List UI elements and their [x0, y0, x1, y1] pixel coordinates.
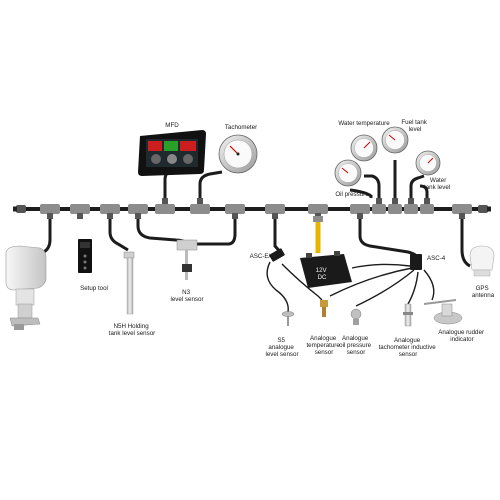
svg-text:12V DC: 12V DC [316, 267, 329, 281]
asc-ea-module: ASC-E/A [250, 248, 285, 262]
tee-connector [155, 198, 175, 214]
tee-connector [265, 204, 285, 219]
temp-sensor-label-line2: temperature [306, 342, 340, 349]
fuel-tank-label-line2: level [409, 126, 422, 133]
svg-text:Water tank level: Water tank level [424, 177, 450, 191]
drop-cable-oil [419, 184, 429, 198]
tee-connector [128, 204, 148, 219]
gps-label-line2: antenna [472, 292, 495, 299]
terminator-left [13, 205, 26, 213]
tee-connector [225, 204, 245, 219]
water-tank-label-line1: Water [430, 177, 446, 184]
tee-connector [404, 198, 418, 214]
rudder-label-line1: Analogue rudder [438, 329, 484, 336]
oil-sensor-label-line2: oil pressure [339, 342, 372, 349]
tachometer-gauge: Tachometer [218, 124, 258, 174]
asc-4-label: ASC-4 [427, 255, 446, 262]
tee-connector [70, 204, 90, 219]
cable-asc4-oil [355, 269, 415, 307]
temp-sensor-label-line1: Analogue [310, 335, 337, 342]
fuel-tank-label-line1: Fuel tank [401, 119, 427, 126]
mfd-display: MFD [138, 122, 206, 176]
n3-label-line2: level sensor [170, 296, 203, 303]
tee-connector [388, 198, 402, 214]
analogue-oil-pressure-sensor: Analogue oil pressure sensor [339, 308, 373, 356]
n5h-label-line2: tank level sensor [109, 330, 155, 337]
n5h-tank-level-sensor: N5H Holding tank level sensor [109, 251, 155, 337]
cable-asc4-battery [351, 263, 411, 269]
svg-text:N3 level sensor: N3 level sensor [170, 289, 203, 303]
svg-text:Analogue oil pressure: Analogue oil pressure sensor [339, 335, 373, 356]
cable-asc-ea-temp [281, 263, 323, 301]
asc-4-module: ASC-4 [410, 254, 446, 270]
water-tank-gauge: Water tank level [415, 150, 450, 191]
cable-asc4-temp [329, 267, 413, 297]
setup-tool-label: Setup tool [80, 285, 108, 292]
s5-label-line1: S5 [277, 337, 285, 344]
tee-connector [420, 198, 434, 214]
n3-level-sensor: N3 level sensor [170, 239, 204, 303]
oil-sensor-label-line1: Analogue [342, 335, 369, 342]
tee-connector [100, 204, 120, 219]
tee-connector [190, 198, 210, 214]
cable-asc-ea-s5 [266, 261, 289, 313]
fuel-tank-gauge: Fuel tank level [381, 119, 428, 154]
water-tank-label-line2: tank level [424, 184, 450, 191]
drop-cable-n5h [108, 219, 129, 252]
oil-sensor-label-line3: sensor [347, 349, 366, 356]
water-temperature-label: Water temperature [338, 120, 390, 127]
terminator-right [478, 205, 491, 213]
battery-label-line2: DC [318, 274, 327, 281]
svg-text:Analogue tachometer indu: Analogue tachometer inductive sensor [379, 337, 438, 358]
gps-antenna: GPS antenna [469, 245, 495, 299]
oil-pressure-gauge: Oil pressure [334, 159, 369, 198]
tee-connector [40, 204, 60, 219]
gps-label-line1: GPS [476, 285, 489, 292]
setup-tool: Setup tool [78, 239, 108, 292]
cable-asc4-rudder [423, 269, 435, 301]
tee-connector [372, 198, 386, 214]
oil-pressure-label: Oil pressure [335, 191, 369, 198]
battery-12v-dc: 12V DC [300, 251, 352, 288]
analogue-temperature-sensor: Analogue temperature sensor [306, 300, 341, 356]
svg-text:Fuel tank level: Fuel tank level [401, 119, 428, 133]
drop-cable-water-temp [364, 174, 381, 198]
temp-sensor-label-line3: sensor [315, 349, 334, 356]
svg-text:Analogue temperature: Analogue temperature sensor [306, 335, 341, 356]
s5-label-line2: analogue [268, 344, 294, 351]
tach-sensor-label-line1: Analogue [394, 337, 421, 344]
tee-connector [452, 204, 472, 219]
drop-cable-water-tank [409, 174, 425, 198]
tach-sensor-label-line3: sensor [399, 351, 418, 358]
svg-text:S5 analogue level: S5 analogue level sensor [265, 337, 298, 358]
s5-label-line3: level sensor [265, 351, 298, 358]
n3-label-line1: N3 [182, 289, 190, 296]
tach-sensor-label-line2: tachometer inductive [379, 344, 437, 351]
cable-asc4-tach [407, 271, 419, 305]
outboard-engine [5, 245, 47, 330]
battery-label-line1: 12V [316, 267, 328, 274]
drop-cable-asc4 [358, 219, 420, 259]
tee-connector [350, 204, 370, 219]
s5-analogue-level-sensor: S5 analogue level sensor [265, 311, 299, 358]
water-temperature-gauge: Water temperature [338, 120, 390, 162]
power-cable [313, 216, 323, 253]
mfd-label: MFD [165, 122, 179, 129]
analogue-tachometer-inductive-sensor: Analogue tachometer inductive sensor [379, 303, 438, 358]
asc-ea-label: ASC-E/A [250, 253, 276, 260]
drop-cable-oil-gauge [349, 188, 373, 198]
svg-text:Analogue rudder indicato: Analogue rudder indicator [438, 329, 486, 343]
drop-cable-tachometer [198, 170, 223, 198]
drop-cable-gps [460, 219, 471, 268]
analogue-rudder-indicator: Analogue rudder indicator [423, 299, 486, 343]
sensor-cables [266, 261, 435, 313]
svg-text:GPS antenna: GPS antenna [472, 285, 495, 299]
tachometer-label: Tachometer [225, 124, 257, 131]
svg-text:N5H Holding tank level s: N5H Holding tank level sensor [109, 323, 155, 337]
rudder-label-line2: indicator [450, 336, 473, 343]
n5h-label-line1: N5H Holding [114, 323, 150, 330]
